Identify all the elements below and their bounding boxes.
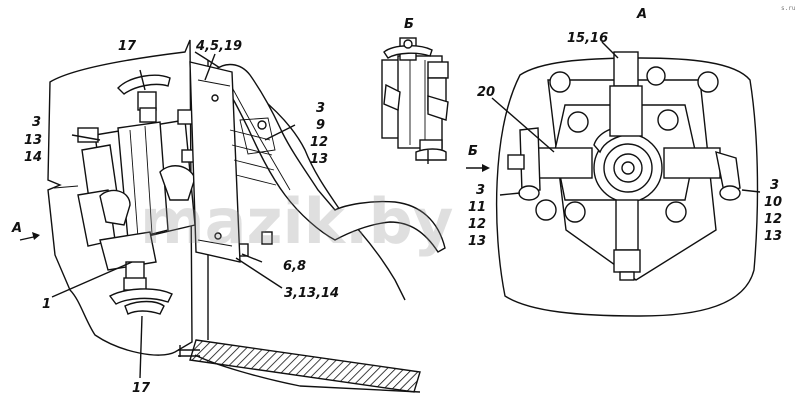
callout-14-left: 14 [24, 150, 42, 165]
callout-labels: А Б А Б 17 4,5,19 3 13 14 3 9 12 13 6,8 … [11, 7, 782, 396]
callout-12-mid: 12 [310, 135, 328, 150]
label-view-b-arrow: Б [468, 144, 478, 159]
view-a-assembly [466, 41, 761, 317]
callout-3-right-a: 3 [476, 183, 485, 198]
top-handle-17 [117, 69, 171, 123]
label-view-b: Б [404, 17, 414, 32]
callout-6-8: 6,8 [283, 259, 306, 274]
callout-13-mid: 13 [310, 152, 328, 167]
callout-9-mid: 9 [316, 118, 325, 133]
brake-valve-body [77, 61, 277, 271]
callout-3-mid: 3 [316, 101, 325, 116]
callout-15-16: 15,16 [567, 31, 608, 46]
callout-20: 20 [477, 85, 495, 100]
callout-3-left: 3 [32, 115, 41, 130]
bolt-circles [535, 71, 719, 223]
callout-3-13-14: 3,13,14 [284, 286, 339, 301]
bottom-handle-17 [108, 261, 173, 379]
callout-17-bottom: 17 [132, 381, 151, 396]
left-assembly-view [19, 39, 446, 393]
callout-12-right-a: 12 [468, 217, 486, 232]
callout-3-right-b: 3 [770, 178, 779, 193]
label-view-a-arrow: А [11, 221, 22, 236]
callout-1: 1 [42, 297, 51, 312]
callout-11-right-a: 11 [468, 200, 486, 215]
callout-13-right-a: 13 [468, 234, 486, 249]
corner-mark: s.ru [781, 5, 796, 12]
view-b-assembly [381, 37, 449, 164]
callout-13-left: 13 [24, 133, 42, 148]
callout-10-right-b: 10 [764, 195, 782, 210]
mounting-plate-outline [495, 57, 759, 317]
callout-4-5-19: 4,5,19 [195, 39, 242, 54]
brake-pedal [214, 63, 446, 253]
callout-13-right-b: 13 [764, 229, 782, 244]
callout-17-top: 17 [118, 39, 137, 54]
callout-12-right-b: 12 [764, 212, 782, 227]
label-view-a: А [636, 7, 647, 22]
watermark: mazik.by [140, 185, 453, 258]
floor-hatched-bar [178, 339, 421, 393]
cab-panel-outline [47, 39, 193, 356]
